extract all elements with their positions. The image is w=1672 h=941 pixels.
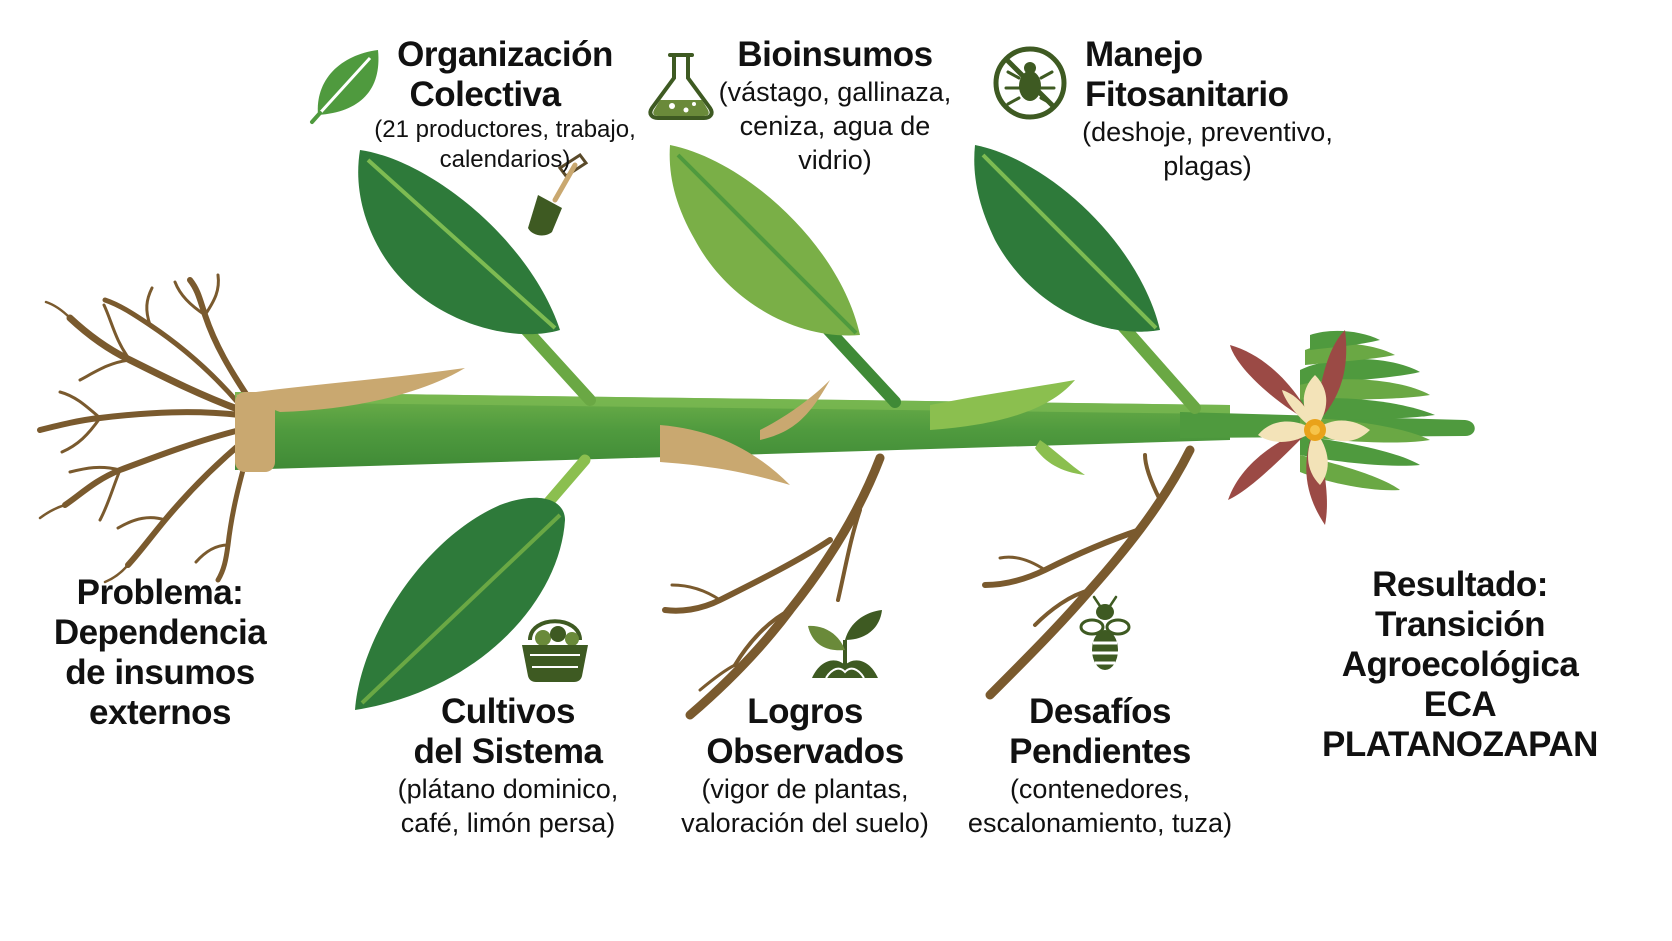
result-line: Transición xyxy=(1374,605,1546,644)
top-leaves xyxy=(358,145,1160,336)
bottom-leaf xyxy=(355,497,565,710)
branch-title: Fitosanitario xyxy=(1085,75,1289,114)
branch-logros-observados: Logros Observados (vigor de plantas, val… xyxy=(660,692,950,840)
sprout-icon xyxy=(808,610,882,679)
bee-icon xyxy=(1079,595,1131,670)
left-roots xyxy=(37,273,253,584)
basket-icon xyxy=(522,619,588,682)
branch-title: del Sistema xyxy=(413,732,603,771)
branch-bioinsumos: Bioinsumos (vástago, gallinaza, ceniza, … xyxy=(700,35,970,177)
branch-detail: (plátano dominico, xyxy=(397,774,619,804)
result-line: Agroecológica xyxy=(1341,645,1579,684)
branch-cultivos-del-sistema: Cultivos del Sistema (plátano dominico, … xyxy=(378,692,638,840)
flower xyxy=(1228,330,1370,525)
branch-detail: vidrio) xyxy=(798,145,872,175)
branch-detail: escalonamiento, tuza) xyxy=(967,808,1233,838)
branch-detail: calendarios) xyxy=(439,146,571,173)
branch-detail: café, limón persa) xyxy=(400,808,616,838)
problem-line: externos xyxy=(89,693,231,732)
result-label: Resultado: Transición Agroecológica ECA … xyxy=(1290,565,1630,765)
branch-detail: (vigor de plantas, xyxy=(701,774,909,804)
main-stem xyxy=(235,368,1475,485)
flask-icon xyxy=(648,53,714,120)
problem-label: Problema: Dependencia de insumos externo… xyxy=(30,573,290,733)
shovel-icon xyxy=(528,152,589,236)
branch-title: Desafíos xyxy=(1029,692,1171,731)
branch-title: Manejo xyxy=(1085,35,1203,74)
branch-title: Bioinsumos xyxy=(737,35,933,74)
branch-title: Observados xyxy=(706,732,904,771)
branch-desafios-pendientes: Desafíos Pendientes (contenedores, escal… xyxy=(960,692,1240,840)
problem-line: de insumos xyxy=(65,653,255,692)
result-line: Resultado: xyxy=(1372,565,1548,604)
result-line: ECA PLATANOZAPAN xyxy=(1322,685,1598,764)
branch-detail: (21 productores, trabajo, xyxy=(374,116,636,143)
banana-flower-bunch xyxy=(1228,330,1435,525)
branch-detail: (vástago, gallinaza, xyxy=(718,77,952,107)
branch-detail: (deshoje, preventivo, xyxy=(1082,117,1333,147)
branch-detail: valoración del suelo) xyxy=(681,808,929,838)
branch-manejo-fitosanitario: Manejo Fitosanitario (deshoje, preventiv… xyxy=(1082,35,1345,183)
problem-line: Problema: xyxy=(76,573,244,612)
leaf-icon xyxy=(310,50,379,124)
branch-organizacion-colectiva: Organización Colectiva (21 productores, … xyxy=(365,35,645,175)
problem-line: Dependencia xyxy=(53,613,267,652)
branch-title: Colectiva xyxy=(409,75,561,114)
branch-title: Logros xyxy=(747,692,863,731)
branch-title: Organización xyxy=(397,35,613,74)
no-pests-icon xyxy=(993,46,1067,120)
branch-detail: plagas) xyxy=(1163,151,1252,181)
bottom-root-branches xyxy=(662,445,1195,720)
branch-detail: (contenedores, xyxy=(1009,774,1191,804)
branch-title: Cultivos xyxy=(440,692,576,731)
branch-detail: ceniza, agua de xyxy=(739,111,931,141)
branch-title: Pendientes xyxy=(1009,732,1191,771)
